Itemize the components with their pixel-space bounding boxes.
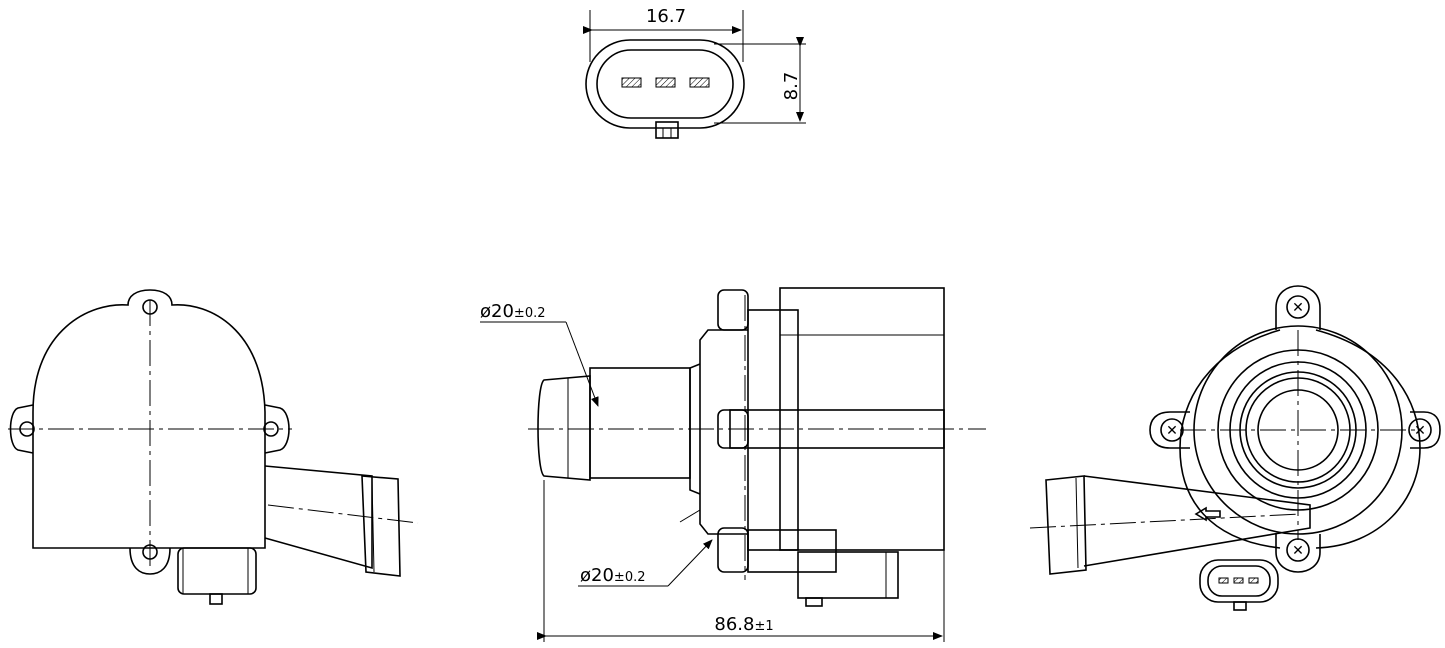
screw-head-icon: ✕	[1414, 423, 1426, 439]
connector-height-label: 8.7	[781, 72, 802, 101]
screw-head-icon: ✕	[1292, 543, 1304, 559]
inlet-diameter-label: ø20±0.2	[480, 301, 546, 322]
screw-head-icon: ✕	[1292, 300, 1304, 316]
left-end-view	[8, 289, 419, 605]
screw-head-icon: ✕	[1166, 423, 1178, 439]
overall-length-label: 86.8±1	[714, 614, 773, 635]
connector-detail-view	[583, 10, 806, 139]
right-end-view: ✕ ✕ ✕ ✕	[1029, 285, 1441, 611]
connector-width-label: 16.7	[646, 6, 686, 27]
side-view	[480, 287, 986, 642]
outlet-diameter-label: ø20±0.2	[580, 565, 646, 586]
